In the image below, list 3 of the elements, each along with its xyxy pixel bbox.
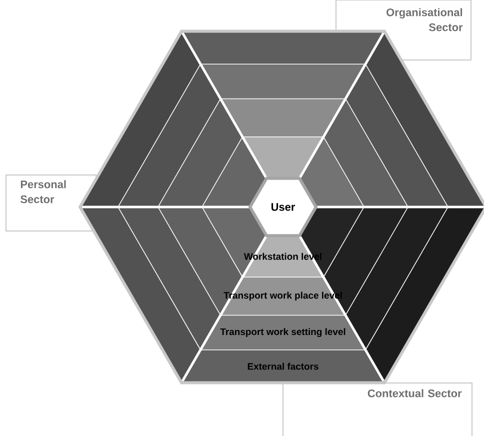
- sector-label: Contextual Sector: [282, 382, 472, 436]
- level-label: Transport work setting level: [220, 328, 346, 337]
- level-label: External factors: [248, 362, 318, 370]
